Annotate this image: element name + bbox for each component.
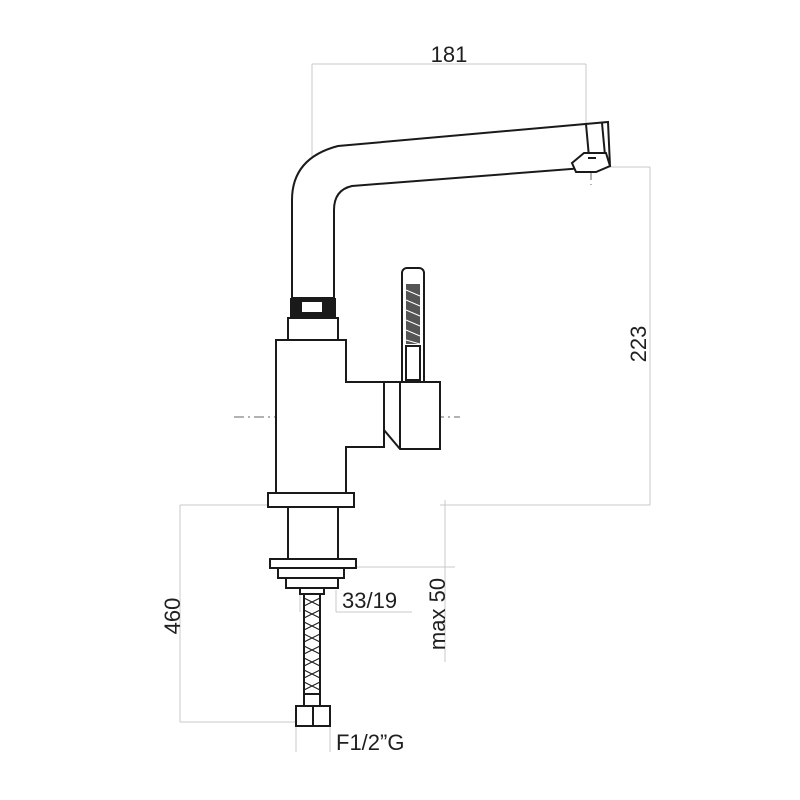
dim-hole-diameter: 33/19 xyxy=(342,588,397,613)
dim-hose-length: 460 xyxy=(160,598,185,635)
mounting-shank xyxy=(269,506,357,595)
lever-handle xyxy=(383,267,441,450)
swivel-ring xyxy=(287,298,339,341)
flexible-hose xyxy=(295,593,331,727)
dim-spout-reach: 181 xyxy=(431,42,468,67)
faucet-body xyxy=(267,339,385,508)
dim-spout-height: 223 xyxy=(626,326,651,363)
dimension-labels: 181 223 460 33/19 max 50 F1/2”G xyxy=(160,42,651,755)
spout xyxy=(291,120,612,299)
dim-connection: F1/2”G xyxy=(336,730,404,755)
dim-max-thickness: max 50 xyxy=(425,578,450,650)
